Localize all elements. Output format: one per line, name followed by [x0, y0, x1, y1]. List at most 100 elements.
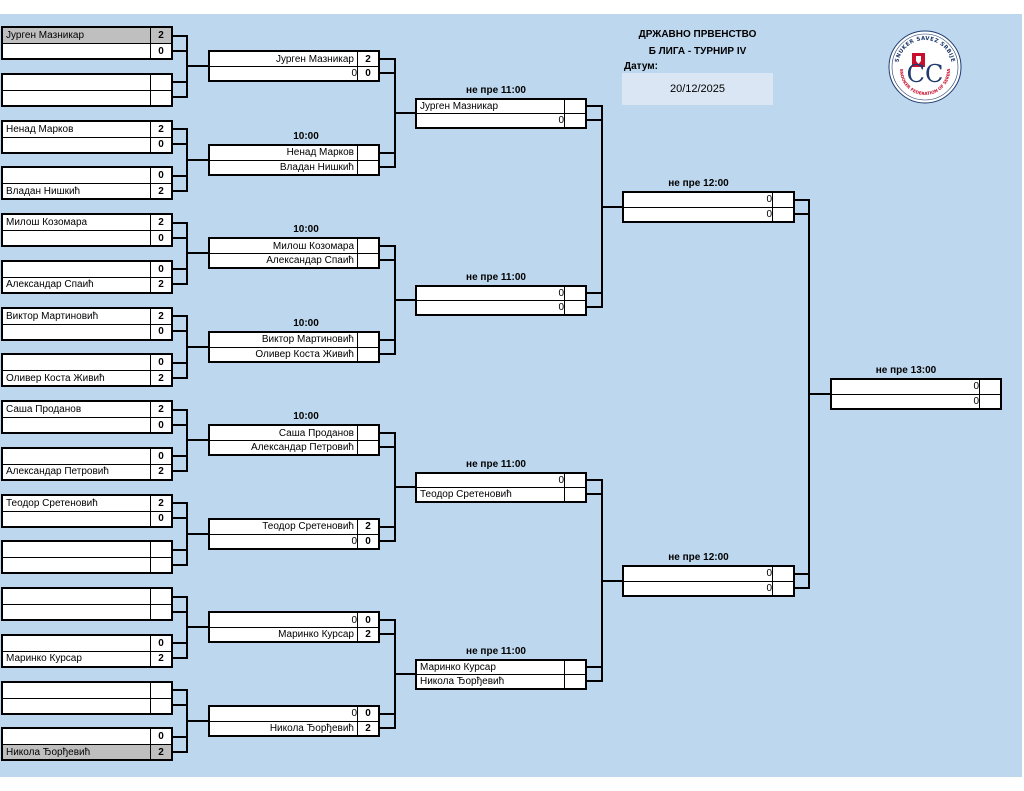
connector-line	[394, 673, 415, 676]
connector-line	[380, 58, 394, 61]
player-name	[6, 231, 149, 245]
player-score: 2	[150, 121, 171, 137]
player-name	[6, 75, 149, 90]
connector-line	[380, 72, 394, 75]
player-score	[357, 426, 378, 441]
player-score	[564, 488, 585, 501]
match-time: 10:00	[293, 317, 319, 329]
player-row: 0	[3, 261, 171, 277]
player-score: 2	[150, 28, 171, 43]
player-name: Ненад Марков	[6, 123, 74, 135]
frame-score: 0	[973, 395, 979, 407]
player-row: Саша Проданов	[210, 426, 378, 441]
player-row: Милош Козомара	[210, 239, 378, 254]
connector-line	[380, 165, 394, 168]
frame-score: 0	[558, 287, 564, 299]
connector-line	[380, 245, 394, 248]
player-name: Милош Козомара	[6, 217, 88, 228]
match-r1	[1, 540, 173, 575]
connector-line	[173, 470, 187, 473]
connector-line	[587, 118, 601, 121]
player-score: 2	[150, 495, 171, 511]
player-row	[3, 557, 171, 573]
player-score: 0	[357, 613, 378, 628]
player-row: Никола Ђорђевић	[417, 674, 585, 688]
player-name	[6, 91, 149, 105]
player-row: 0	[417, 113, 585, 127]
player-row: Виктор Мартиновић	[210, 332, 378, 347]
player-name: Виктор Мартиновић	[6, 310, 99, 322]
player-name: Оливер Коста Живић	[6, 372, 105, 384]
player-score	[772, 581, 793, 595]
connector-line	[186, 345, 208, 348]
connector-line	[380, 151, 394, 154]
player-row	[3, 682, 171, 698]
player-name	[6, 355, 149, 370]
player-score: 0	[150, 418, 171, 432]
connector-line	[173, 610, 187, 613]
connector-line	[173, 236, 187, 239]
connector-line	[186, 158, 208, 161]
player-score: 0	[150, 729, 171, 745]
connector-line	[173, 548, 187, 551]
connector-line	[186, 439, 208, 442]
connector-line	[795, 198, 809, 201]
connector-line	[173, 189, 187, 192]
player-name	[627, 208, 771, 221]
player-name	[6, 44, 149, 58]
player-row	[3, 89, 171, 105]
player-name	[627, 193, 771, 207]
connector-line	[173, 96, 187, 99]
player-score: 2	[357, 628, 378, 642]
connector-line	[173, 268, 187, 271]
connector-line	[173, 595, 187, 598]
player-row	[3, 74, 171, 90]
player-name	[6, 699, 149, 713]
player-score	[772, 207, 793, 221]
player-row: 0	[3, 355, 171, 371]
match-r1	[1, 680, 173, 715]
player-row: 0	[624, 566, 793, 581]
connector-line	[795, 586, 809, 589]
player-score: 0	[150, 511, 171, 526]
match-time: не пре 11:00	[466, 271, 526, 283]
date-value: 20/12/2025	[669, 83, 726, 95]
player-name	[212, 535, 354, 548]
player-score: 2	[150, 651, 171, 666]
player-row: 0	[3, 136, 171, 152]
connector-line	[186, 626, 208, 629]
player-row: 0	[417, 300, 585, 314]
player-row: Оливер Коста Живић	[210, 346, 378, 361]
player-name	[212, 707, 354, 721]
player-score	[772, 192, 793, 207]
player-name: Никола Ђорђевић	[420, 675, 505, 687]
player-score	[357, 145, 378, 160]
connector-line	[173, 283, 187, 286]
player-score	[357, 239, 378, 254]
player-row: 0	[624, 192, 793, 207]
player-score: 2	[357, 721, 378, 735]
match-time: не пре 12:00	[668, 551, 729, 563]
player-row: 0	[3, 635, 171, 651]
match-time: 10:00	[293, 224, 319, 236]
player-score: 0	[150, 44, 171, 58]
player-name: Јурген Мазникар	[420, 100, 499, 112]
connector-line	[173, 657, 187, 660]
player-score	[357, 254, 378, 268]
date-field: 20/12/2025	[622, 73, 773, 105]
player-name	[420, 287, 563, 301]
